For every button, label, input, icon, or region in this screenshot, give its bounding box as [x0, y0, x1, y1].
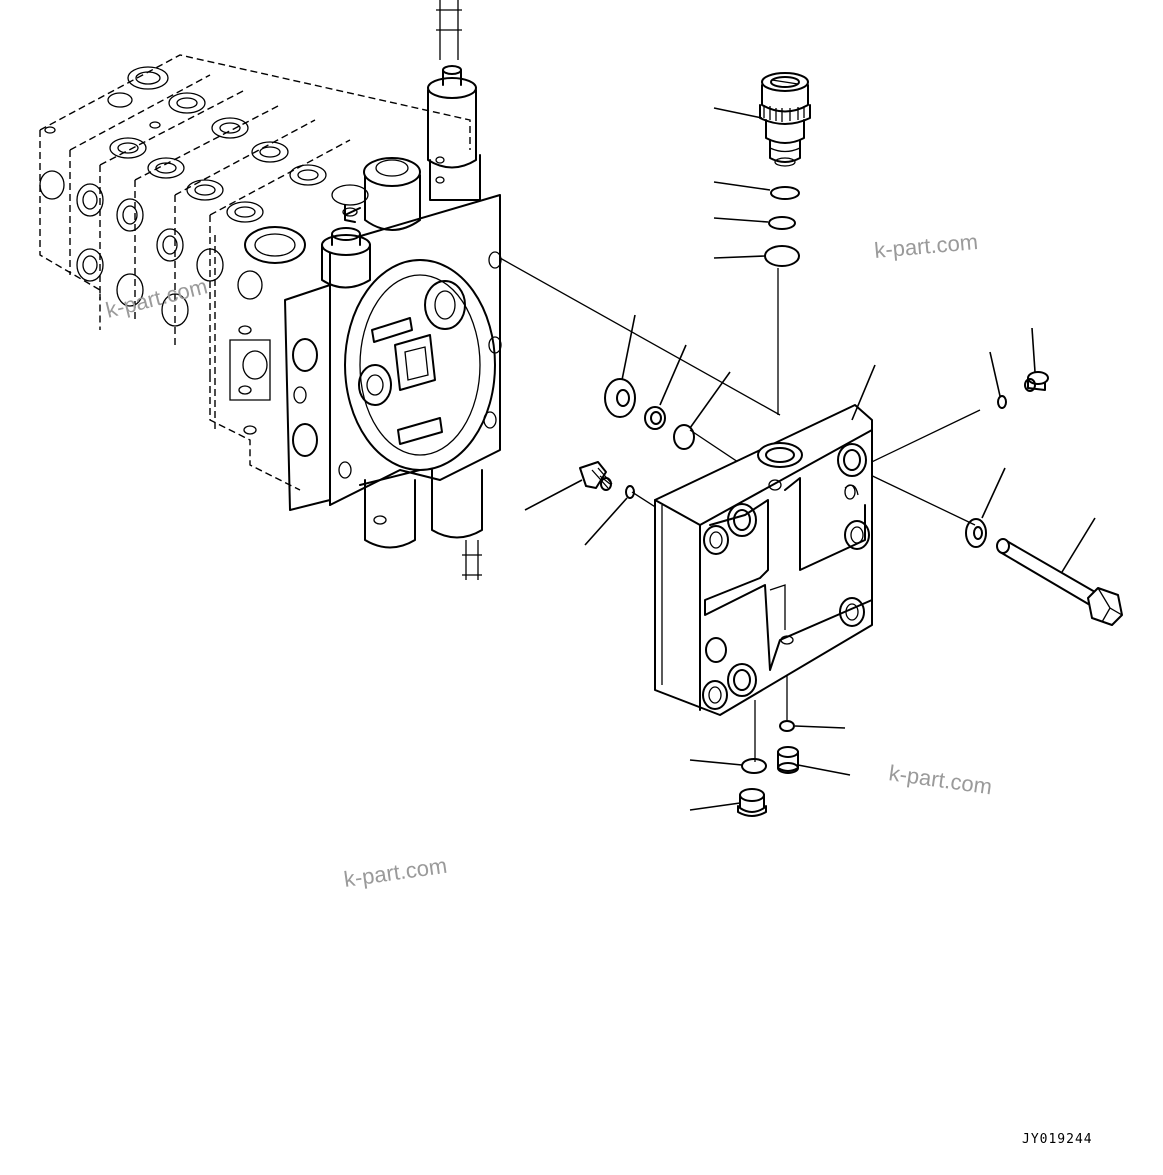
leader-lines — [524, 107, 1096, 811]
o-ring-lower — [764, 245, 800, 267]
o-ring-bottom — [741, 758, 767, 774]
drawing-code: JY019244 — [1022, 1132, 1093, 1147]
control-valve-assembly — [39, 0, 502, 580]
washer-left — [604, 378, 636, 418]
watermark-text: k-part.com — [873, 229, 979, 263]
relief-valve-cartridge — [759, 72, 811, 167]
end-cover-plate — [654, 404, 873, 716]
hex-bolt — [999, 539, 1096, 606]
o-ring-upper — [768, 216, 796, 230]
small-ring — [644, 406, 666, 430]
o-ring-mid — [673, 424, 695, 450]
tiny-o-ring-right — [997, 395, 1007, 409]
washer-right — [965, 518, 987, 548]
backup-ring — [770, 186, 800, 200]
fitting-left — [579, 461, 607, 489]
watermark-text: k-part.com — [342, 853, 448, 892]
tiny-o-ring-left — [625, 485, 635, 499]
tiny-o-ring-bottom — [779, 720, 795, 732]
watermark-text: k-part.com — [887, 760, 993, 799]
seal-rings-and-plugs — [579, 186, 1123, 817]
